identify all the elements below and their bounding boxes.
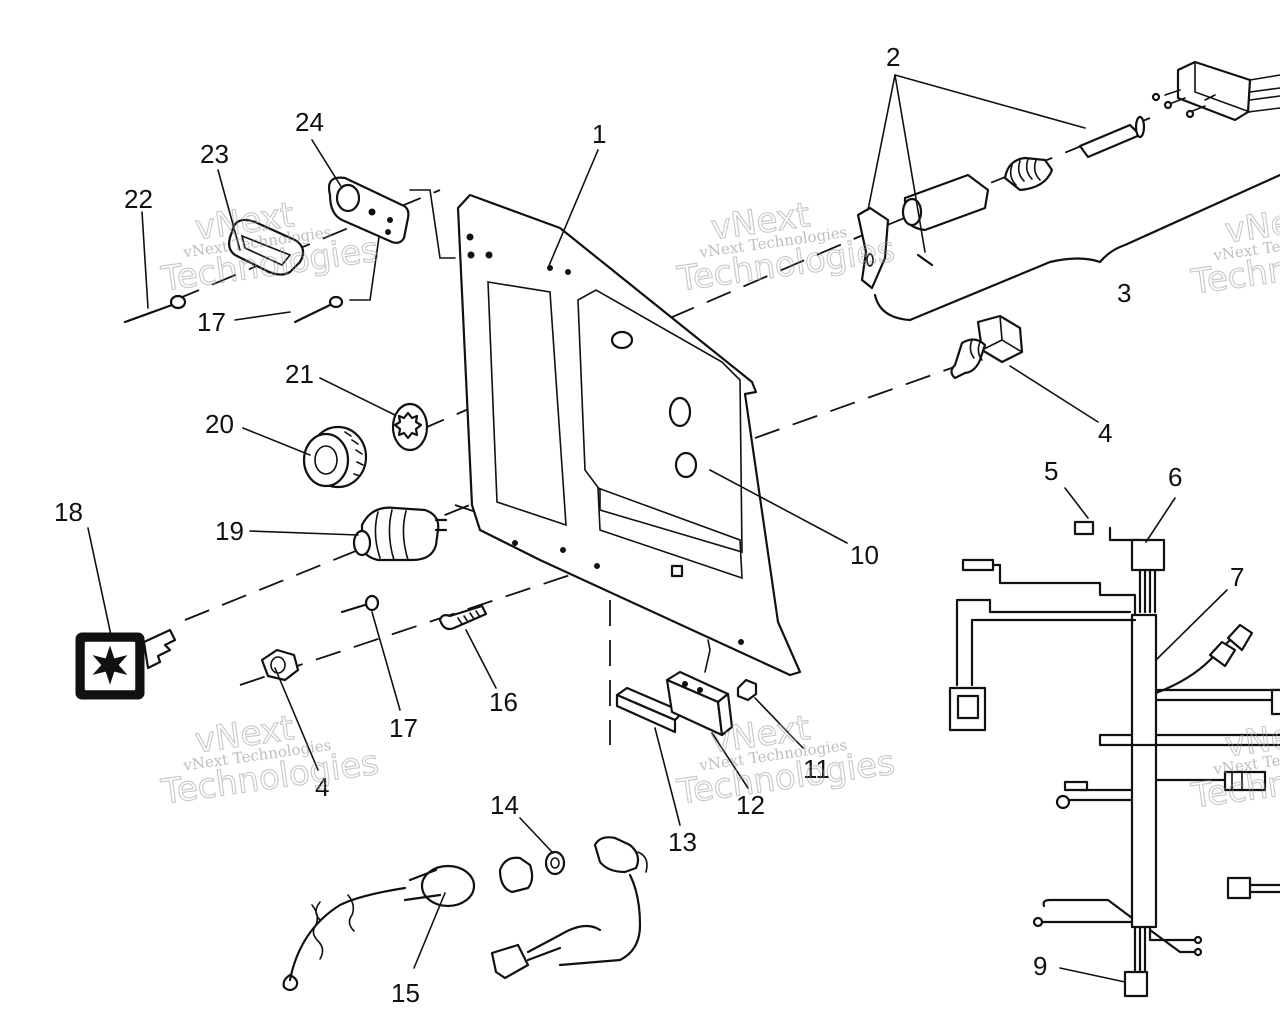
- lock-washer: [391, 402, 429, 452]
- callout-4: 4: [315, 772, 329, 802]
- callout-23: 23: [200, 139, 229, 169]
- callout-14: 14: [490, 790, 519, 820]
- hex-nut-left: [260, 648, 300, 682]
- callout-12: 12: [736, 790, 765, 820]
- plunger-assembly: [856, 60, 1280, 322]
- watermark-upper-right: vNext vNext Technologies Technologies: [1188, 198, 1280, 304]
- bezel: [228, 218, 305, 276]
- watermark-lower-left: vNext vNext Technologies Technologies: [158, 708, 382, 814]
- pin-lower: [340, 594, 380, 614]
- callout-3: 3: [1117, 278, 1131, 308]
- callout-17: 17: [389, 713, 418, 743]
- watermark-upper-mid: vNext vNext Technologies Technologies: [674, 195, 898, 301]
- callout-labels: 1 2 3 4 4 5 6 7 9 10 11 12 13 14 15 16 1…: [54, 42, 1244, 1008]
- wiring-harness: [948, 520, 1280, 998]
- ignition-key: [75, 628, 177, 700]
- callout-10: 10: [850, 540, 879, 570]
- callout-16: 16: [489, 687, 518, 717]
- dash-panel: [456, 193, 802, 677]
- callout-22: 22: [124, 184, 153, 214]
- callout-9: 9: [1033, 951, 1047, 981]
- bracket-assembly: [615, 639, 758, 737]
- pins-upper: [123, 294, 344, 324]
- callout-13: 13: [668, 827, 697, 857]
- toggle-switch: [950, 314, 1024, 380]
- callout-7: 7: [1230, 562, 1244, 592]
- callout-15: 15: [391, 978, 420, 1008]
- callout-18: 18: [54, 497, 83, 527]
- callout-17: 17: [197, 307, 226, 337]
- callout-6: 6: [1168, 462, 1182, 492]
- watermark-lower-right: vNext vNext Technologies Technologies: [1188, 712, 1280, 818]
- callout-19: 19: [215, 516, 244, 546]
- screw: [438, 604, 488, 631]
- callout-11: 11: [803, 754, 830, 784]
- ignition-switch: [352, 506, 448, 562]
- stop-switch-assembly: [282, 836, 648, 992]
- leader-lines: [87, 74, 1228, 983]
- callout-5: 5: [1044, 456, 1058, 486]
- ring-nut: [302, 425, 368, 489]
- callout-21: 21: [285, 359, 314, 389]
- mount-plate: [327, 176, 410, 244]
- callout-1: 1: [592, 119, 606, 149]
- callout-4: 4: [1098, 418, 1112, 448]
- callout-20: 20: [205, 409, 234, 439]
- watermarks: vNext vNext Technologies Technologies vN…: [158, 195, 1280, 818]
- callout-24: 24: [295, 107, 324, 137]
- callout-2: 2: [886, 42, 900, 72]
